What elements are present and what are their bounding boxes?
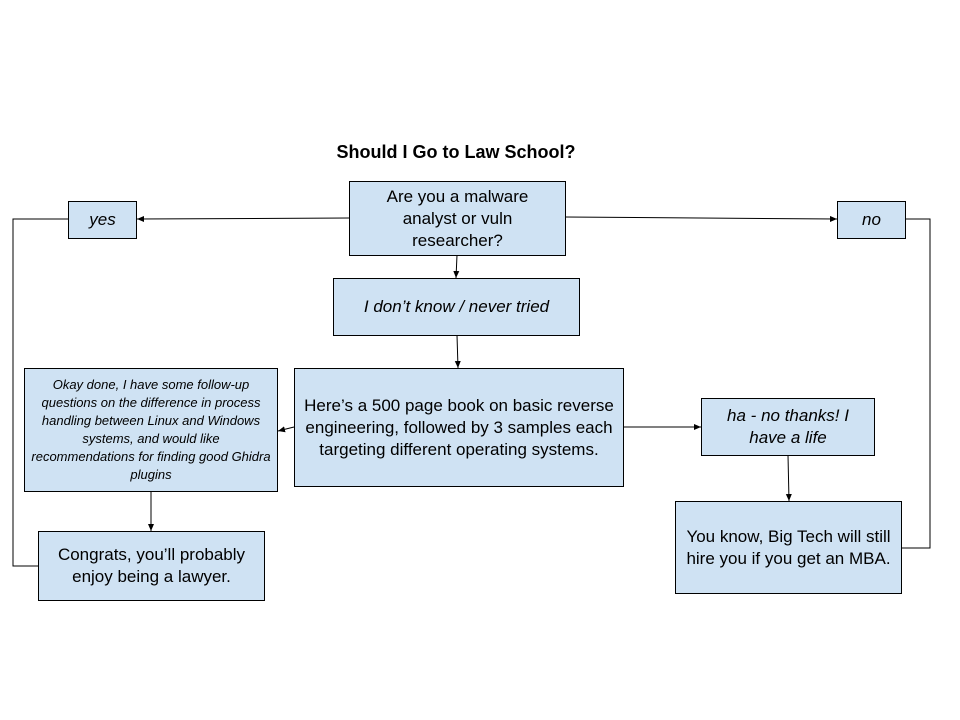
chart-title: Should I Go to Law School? bbox=[336, 142, 576, 162]
book-node: Here’s a 500 page book on basic reverse … bbox=[294, 368, 624, 487]
arrow-question-to-yes bbox=[136, 215, 350, 222]
arrow-question-to-no bbox=[564, 215, 838, 222]
yes-node: yes bbox=[68, 201, 137, 239]
no-thanks-node: ha - no thanks! I have a life bbox=[701, 398, 875, 456]
connector-no-to-mba bbox=[901, 218, 931, 549]
arrow-question-to-unsure bbox=[453, 254, 460, 279]
arrow-book-to-followup bbox=[277, 426, 295, 433]
arrow-no-thanks-to-mba bbox=[785, 454, 792, 502]
arrow-unsure-to-book bbox=[454, 334, 461, 369]
mba-node: You know, Big Tech will still hire you i… bbox=[675, 501, 902, 594]
no-node: no bbox=[837, 201, 906, 239]
question-node: Are you a malware analyst or vuln resear… bbox=[349, 181, 566, 256]
followup-node: Okay done, I have some follow-up questio… bbox=[24, 368, 278, 492]
unsure-node: I don’t know / never tried bbox=[333, 278, 580, 336]
connector-yes-to-lawyer bbox=[12, 218, 68, 567]
lawyer-node: Congrats, you’ll probably enjoy being a … bbox=[38, 531, 265, 601]
